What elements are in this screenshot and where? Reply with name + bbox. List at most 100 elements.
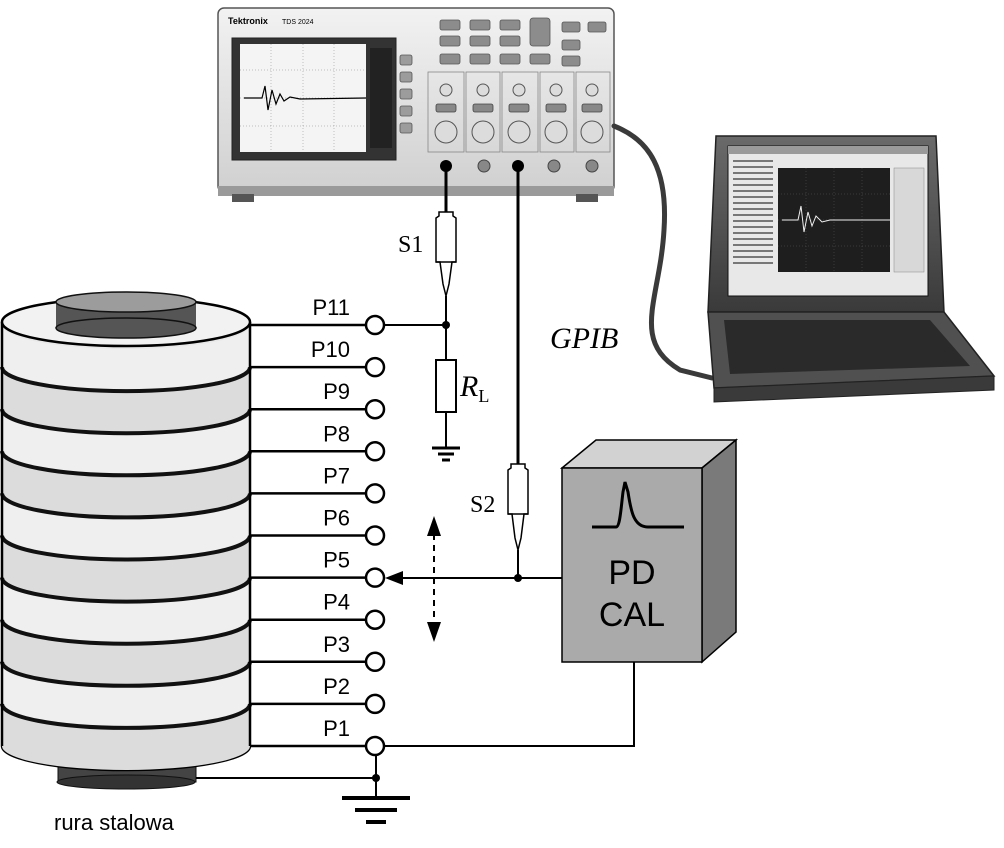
- winding-separator: [0, 366, 252, 394]
- laptop-titlebar: [728, 146, 928, 154]
- tap-label: P9: [323, 379, 350, 404]
- tap-label: P1: [323, 716, 350, 741]
- tap-p7: P7: [250, 463, 386, 504]
- winding-band: [2, 451, 250, 518]
- probe-s1: [435, 211, 457, 297]
- tap-label: P10: [311, 337, 350, 362]
- pipe-top-lower-edge: [55, 317, 197, 339]
- tap-terminal: [364, 693, 386, 715]
- tap-label: P8: [323, 421, 350, 446]
- probe-s1-assembly: S1 RL: [398, 166, 489, 462]
- resistor-label: RL: [459, 370, 489, 406]
- winding-stack: [0, 291, 252, 790]
- laptop-side-panel: [893, 167, 925, 273]
- winding-separator: [0, 577, 252, 604]
- tap-p1: P1: [250, 716, 386, 757]
- winding-layers: [0, 322, 252, 772]
- oscilloscope-waveform: [244, 85, 367, 111]
- oscilloscope-side-menu: [370, 48, 392, 148]
- tap-label: P6: [323, 506, 350, 531]
- laptop: [707, 135, 996, 403]
- tap-p5: P5: [250, 548, 386, 588]
- pipe-top-face: [55, 291, 197, 313]
- oscilloscope-brand: Tektronix: [228, 16, 268, 26]
- resistor-rl: [435, 359, 457, 413]
- wire-p1-to-calibrator: [384, 662, 635, 747]
- tap-terminal: [364, 651, 386, 673]
- pipe-bottom-edge: [56, 774, 196, 790]
- oscilloscope-channel-buttons: [435, 103, 603, 113]
- winding-band: [2, 367, 250, 434]
- tap-select-arrow-down: [427, 622, 441, 642]
- winding-band: [2, 325, 250, 392]
- winding-band: [2, 535, 250, 602]
- winding-separator: [0, 408, 252, 436]
- gpib-label: GPIB: [550, 322, 618, 355]
- tap-p10: P10: [250, 337, 386, 378]
- winding-separator: [0, 619, 252, 646]
- tap-terminal: [364, 398, 386, 420]
- calibrator-line2: CAL: [599, 596, 665, 634]
- tap-label: P2: [323, 674, 350, 699]
- probe-s2: [507, 463, 529, 551]
- tap-p6: P6: [250, 506, 386, 546]
- pulse-icon: [592, 481, 684, 529]
- winding-band: [2, 409, 250, 476]
- tap-terminals: P1 P2 P3 P4 P5 P6 P7 P8 P9 P10 P11: [250, 295, 386, 757]
- tap-terminal: [364, 356, 386, 378]
- oscilloscope-base: [218, 186, 614, 196]
- winding-separator: [0, 493, 252, 520]
- oscilloscope-bnc-connectors: [440, 159, 599, 173]
- winding-band: [2, 703, 250, 770]
- probe-s2-assembly: S2: [470, 166, 529, 582]
- laptop-keyboard: [724, 320, 970, 374]
- winding-band: [2, 619, 250, 686]
- winding-separator: [0, 661, 252, 688]
- calibrator-side: [701, 438, 737, 664]
- probe-s2-label: S2: [470, 492, 495, 518]
- tap-label: P11: [312, 295, 350, 320]
- injection-arrowhead: [385, 571, 403, 585]
- tap-terminal: [364, 483, 386, 504]
- probe-s1-label: S1: [398, 232, 423, 258]
- pipe-label: rura stalowa: [54, 810, 175, 835]
- tap-label: P3: [323, 632, 350, 657]
- gpib-cable: [611, 123, 715, 381]
- winding-separator: [0, 450, 252, 478]
- calibrator-front: [561, 467, 703, 663]
- tap-label: P7: [323, 463, 350, 488]
- oscilloscope-knobs: [434, 83, 604, 144]
- tap-p9: P9: [250, 379, 386, 420]
- oscilloscope-channel-panels: [427, 71, 611, 153]
- tap-terminal: [364, 567, 386, 588]
- calibrator-line1: PD: [608, 554, 655, 592]
- winding-separator: [0, 535, 252, 562]
- oscilloscope-foot-left: [232, 194, 254, 202]
- tap-terminal: [364, 314, 386, 336]
- tap-terminal: [364, 735, 386, 757]
- tap-label: P4: [323, 590, 350, 615]
- winding-band: [2, 661, 250, 728]
- winding-separator: [0, 703, 252, 730]
- tap-label: P5: [323, 548, 350, 573]
- oscilloscope-top-buttons: [439, 17, 607, 67]
- oscilloscope-model: TDS 2024: [282, 19, 314, 26]
- connections: [196, 324, 635, 824]
- resistor-symbol: R: [459, 370, 478, 403]
- tap-terminal: [364, 441, 386, 462]
- tap-select-arrow-up: [427, 516, 441, 536]
- oscilloscope: Tektronix TDS 2024: [217, 7, 715, 381]
- tap-p4: P4: [250, 590, 386, 630]
- winding-band: [2, 577, 250, 644]
- tap-p11: P11: [250, 295, 386, 336]
- ground-junction: [372, 774, 380, 782]
- tap-terminal: [364, 609, 386, 630]
- pd-calibrator: PD CAL: [559, 438, 739, 664]
- tap-p2: P2: [250, 674, 386, 715]
- tap-p8: P8: [250, 421, 386, 462]
- tap-p3: P3: [250, 632, 386, 673]
- winding-band: [2, 493, 250, 560]
- laptop-front-edge: [713, 375, 995, 403]
